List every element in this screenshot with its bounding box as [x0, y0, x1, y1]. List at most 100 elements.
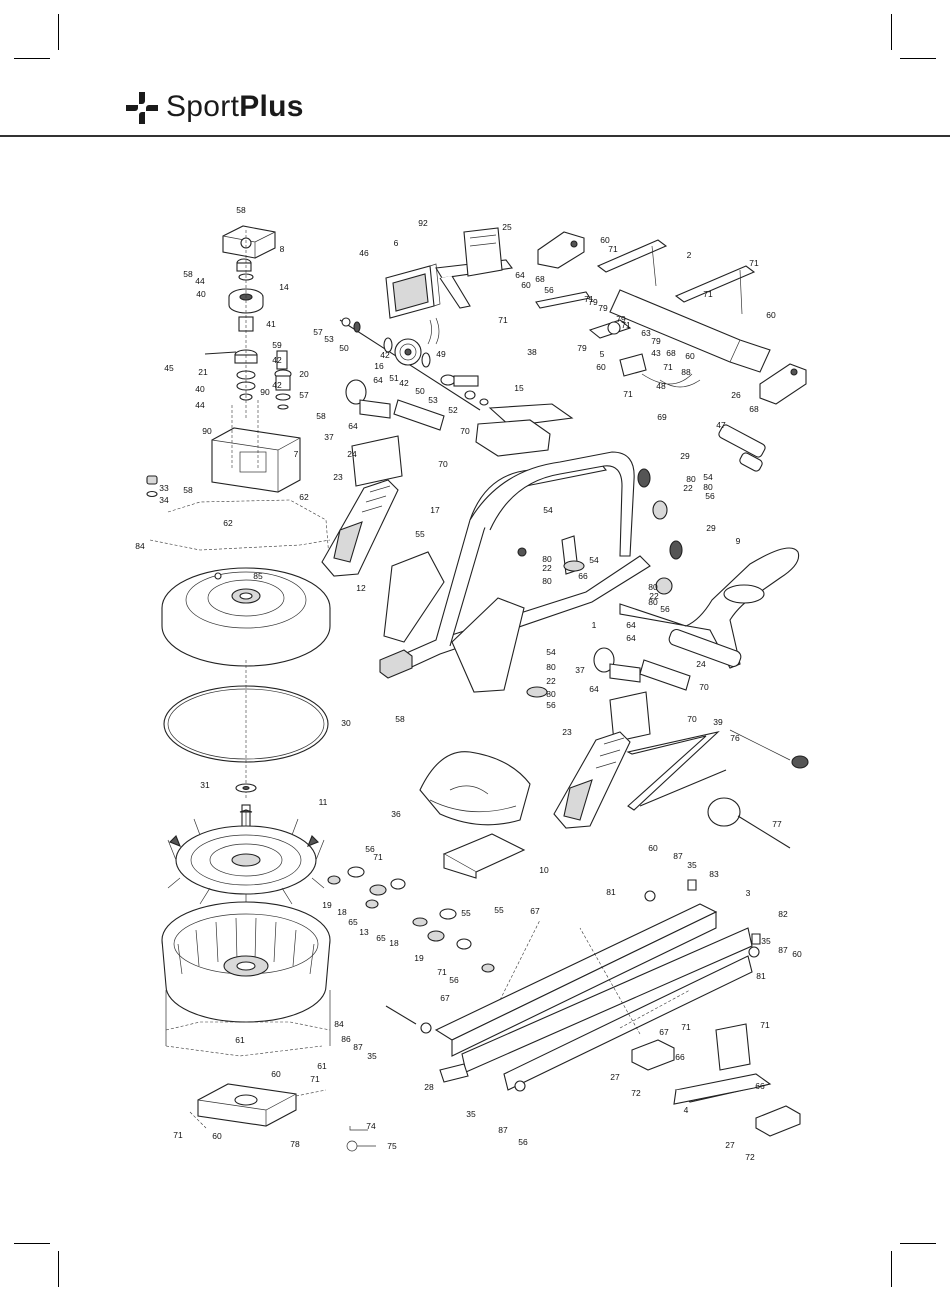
part-label-35: 35 — [367, 1051, 377, 1061]
part-label-80: 80 — [546, 662, 556, 672]
part-label-58: 58 — [316, 411, 326, 421]
part-label-60: 60 — [766, 310, 776, 320]
part-label-12: 12 — [356, 583, 366, 593]
lever-assembly — [535, 291, 701, 388]
part-label-53: 53 — [428, 395, 438, 405]
part-label-23: 23 — [562, 727, 572, 737]
part-label-59: 59 — [272, 340, 282, 350]
part-label-36: 36 — [391, 809, 401, 819]
part-label-70: 70 — [460, 426, 470, 436]
impeller — [167, 804, 325, 910]
foot-plate-right — [593, 647, 691, 743]
part-label-60: 60 — [596, 362, 606, 372]
part-label-48: 48 — [656, 381, 666, 391]
part-label-92: 92 — [418, 218, 428, 228]
tank-base-bracket — [189, 1083, 327, 1129]
part-label-27: 27 — [725, 1140, 735, 1150]
part-label-18: 18 — [389, 938, 399, 948]
part-label-79: 79 — [616, 314, 626, 324]
part-label-2: 2 — [687, 250, 692, 260]
part-label-60: 60 — [600, 235, 610, 245]
part-label-87: 87 — [353, 1042, 363, 1052]
part-label-30: 30 — [341, 718, 351, 728]
part-label-53: 53 — [324, 334, 334, 344]
part-label-19: 19 — [322, 900, 332, 910]
part-label-71: 71 — [584, 294, 594, 304]
part-label-83: 83 — [709, 869, 719, 879]
part-label-16: 16 — [374, 361, 384, 371]
part-label-50: 50 — [415, 386, 425, 396]
part-label-37: 37 — [324, 432, 334, 442]
part-label-64: 64 — [626, 633, 636, 643]
main-frame — [379, 451, 651, 693]
part-label-58: 58 — [236, 205, 246, 215]
part-number-labels: 1234567891011121314151617181819192021222… — [135, 205, 802, 1162]
part-label-58: 58 — [395, 714, 405, 724]
part-label-33: 33 — [159, 483, 169, 493]
part-label-70: 70 — [699, 682, 709, 692]
part-label-37: 37 — [575, 665, 585, 675]
part-label-38: 38 — [527, 347, 537, 357]
part-label-22: 22 — [542, 563, 552, 573]
part-label-64: 64 — [348, 421, 358, 431]
part-label-80: 80 — [648, 597, 658, 607]
part-label-55: 55 — [461, 908, 471, 918]
crop-mark — [14, 1243, 50, 1244]
part-label-79: 79 — [577, 343, 587, 353]
part-label-56: 56 — [518, 1137, 528, 1147]
part-label-61: 61 — [317, 1061, 327, 1071]
part-label-56: 56 — [544, 285, 554, 295]
part-label-76: 76 — [730, 733, 740, 743]
part-label-11: 11 — [319, 797, 328, 807]
part-label-51: 51 — [389, 373, 399, 383]
foot-strap-left — [321, 479, 399, 577]
part-label-75: 75 — [387, 1141, 397, 1151]
part-label-56: 56 — [546, 700, 556, 710]
part-label-1: 1 — [592, 620, 597, 630]
part-label-44: 44 — [195, 276, 205, 286]
monitor — [385, 263, 441, 345]
part-label-72: 72 — [745, 1152, 755, 1162]
part-label-44: 44 — [195, 400, 205, 410]
crop-mark — [891, 1251, 892, 1287]
part-label-65: 65 — [348, 917, 358, 927]
part-label-79: 79 — [598, 303, 608, 313]
part-label-65: 65 — [376, 933, 386, 943]
part-label-84: 84 — [135, 541, 145, 551]
part-label-64: 64 — [626, 620, 636, 630]
monitor-bracket — [435, 227, 513, 309]
part-label-81: 81 — [606, 887, 616, 897]
part-label-45: 45 — [164, 363, 174, 373]
part-label-71: 71 — [437, 967, 447, 977]
crop-mark — [58, 1251, 59, 1287]
part-label-54: 54 — [703, 472, 713, 482]
part-label-64: 64 — [515, 270, 525, 280]
part-label-54: 54 — [543, 505, 553, 515]
part-label-47: 47 — [716, 420, 726, 430]
part-label-84: 84 — [334, 1019, 344, 1029]
rope-and-accessories — [626, 729, 809, 849]
part-label-71: 71 — [749, 258, 759, 268]
part-label-87: 87 — [673, 851, 683, 861]
part-label-43: 43 — [651, 348, 661, 358]
part-label-3: 3 — [746, 888, 751, 898]
part-label-34: 34 — [159, 495, 169, 505]
part-label-50: 50 — [339, 343, 349, 353]
part-label-60: 60 — [792, 949, 802, 959]
part-label-66: 66 — [755, 1081, 765, 1091]
part-label-72: 72 — [631, 1088, 641, 1098]
part-label-66: 66 — [578, 571, 588, 581]
part-label-56: 56 — [705, 491, 715, 501]
part-label-80: 80 — [546, 689, 556, 699]
part-label-6: 6 — [394, 238, 399, 248]
part-label-18: 18 — [337, 907, 347, 917]
part-label-29: 29 — [706, 523, 716, 533]
part-label-8: 8 — [280, 244, 285, 254]
handle-bar — [718, 424, 766, 472]
part-label-7: 7 — [294, 449, 299, 459]
seat-rollers — [327, 866, 495, 973]
foot-plate-left — [345, 379, 445, 487]
part-label-82: 82 — [778, 909, 788, 919]
part-label-78: 78 — [290, 1139, 300, 1149]
crop-mark — [14, 58, 50, 59]
